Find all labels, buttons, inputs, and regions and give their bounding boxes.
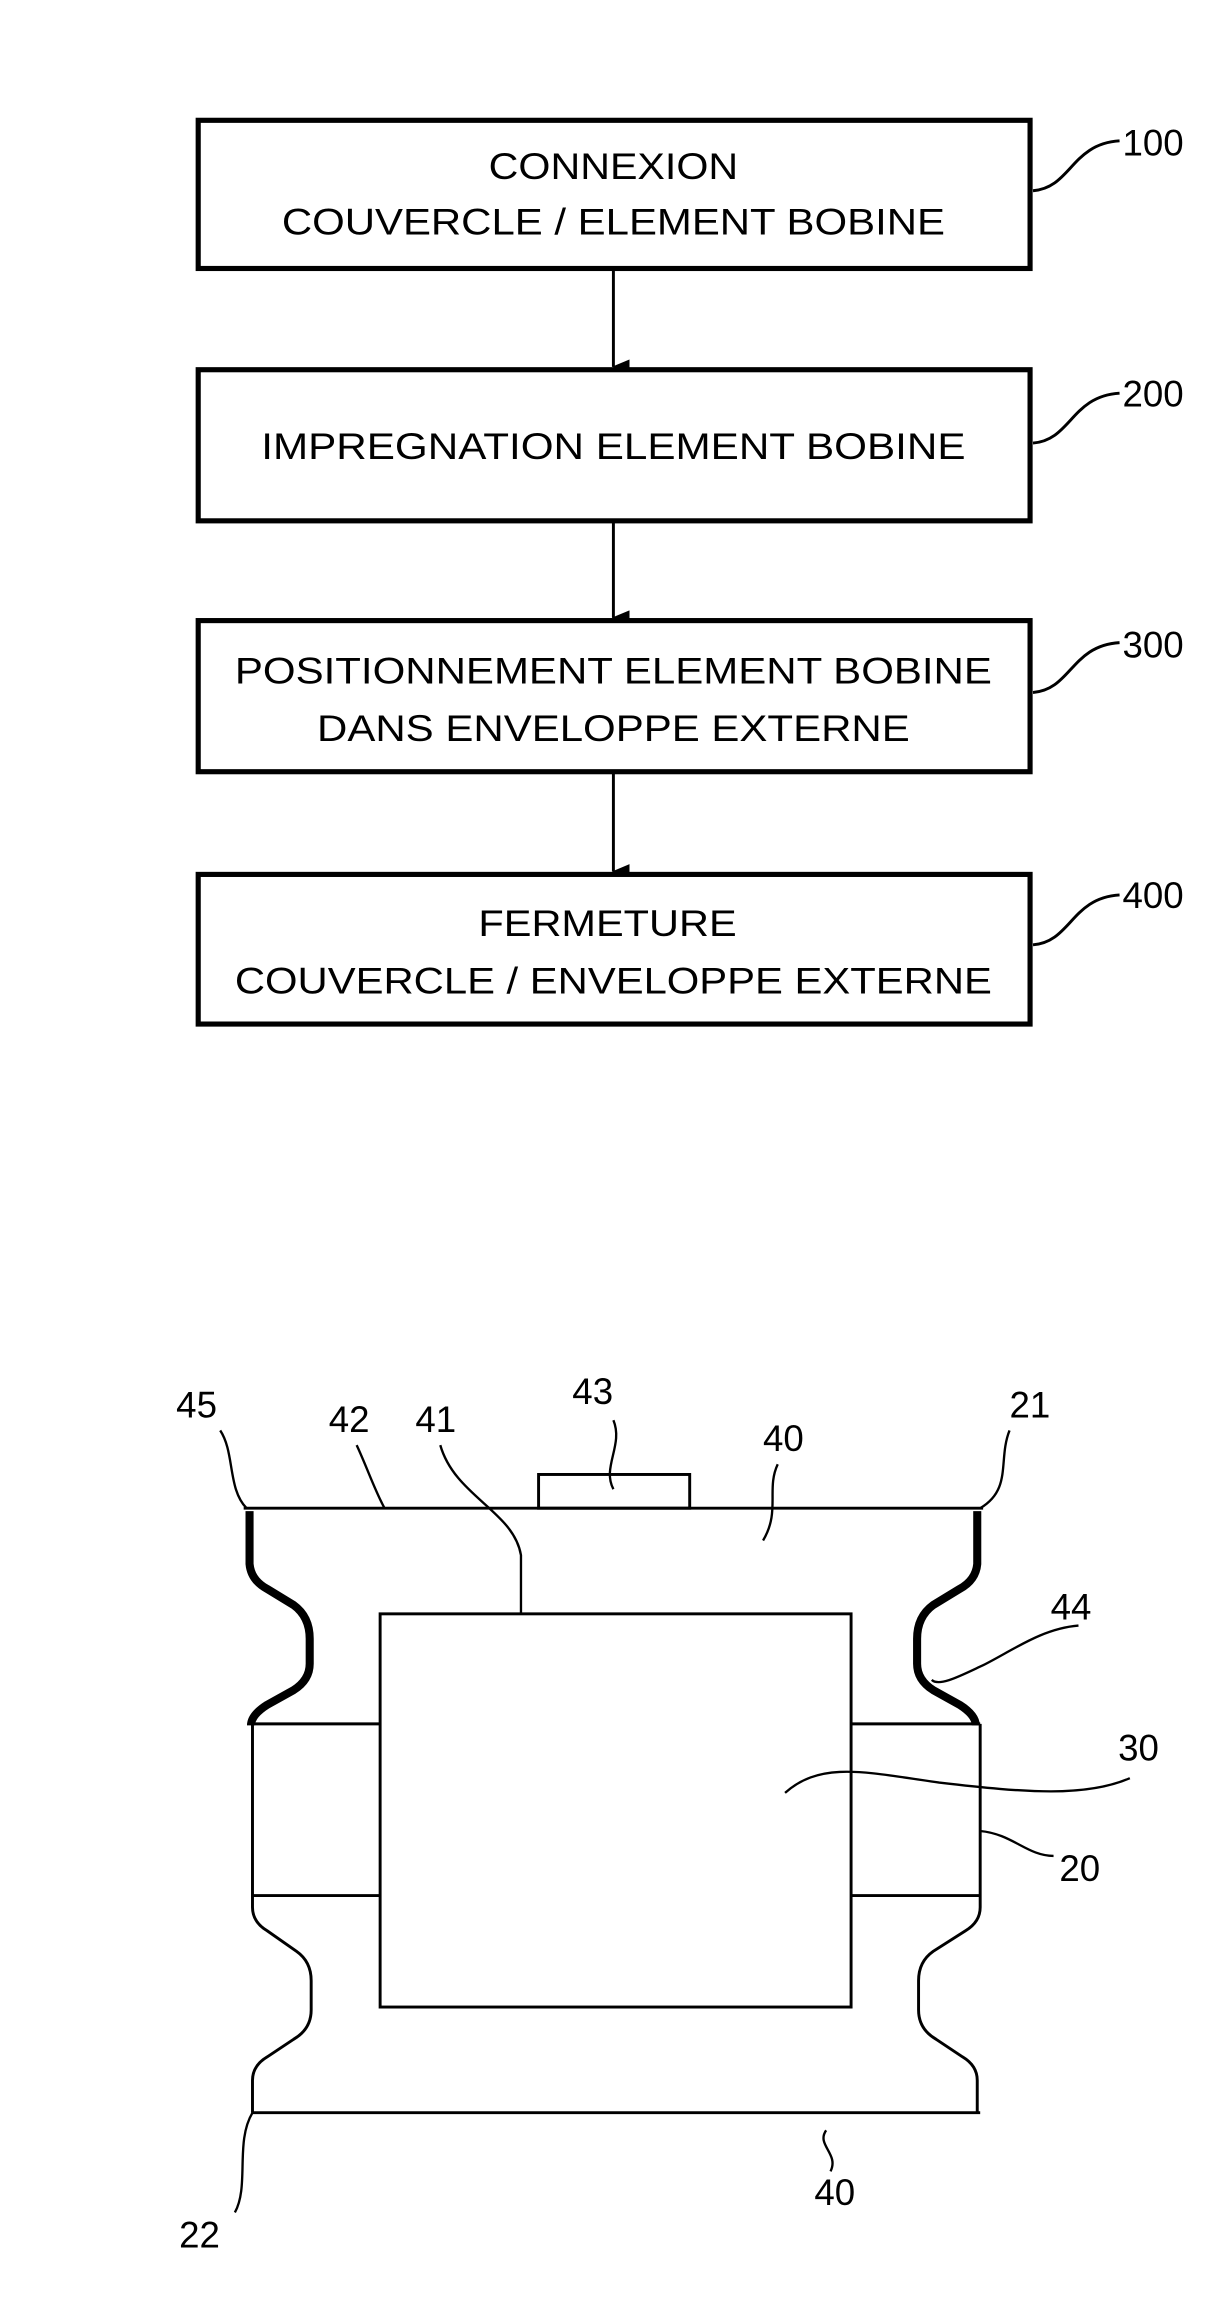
leader-44: [930, 1624, 1079, 1684]
step-300: POSITIONNEMENT ELEMENT BOBINE DANS ENVEL…: [195, 618, 1184, 775]
leader-21: [979, 1430, 1011, 1510]
step-box: [195, 618, 1033, 775]
leader-30: [784, 1770, 1131, 1794]
label-44: 44: [1051, 1587, 1092, 1628]
step-text-line2: COUVERCLE / ELEMENT BOBINE: [282, 202, 945, 243]
step-text-line1: FERMETURE: [478, 903, 736, 944]
leader-41: [439, 1444, 523, 1614]
label-20: 20: [1059, 1848, 1100, 1889]
step-100: CONNEXION COUVERCLE / ELEMENT BOBINE 100: [195, 117, 1184, 272]
reference-number: 400: [1122, 875, 1183, 916]
leader-line: [1032, 893, 1120, 947]
leader-22: [233, 2112, 254, 2214]
step-text-line1: POSITIONNEMENT ELEMENT BOBINE: [235, 651, 992, 692]
label-40-top: 40: [763, 1418, 804, 1459]
envelope-left-wall: [251, 1723, 313, 2113]
label-22: 22: [179, 2215, 220, 2256]
step-text-line2: COUVERCLE / ENVELOPPE EXTERNE: [235, 960, 992, 1001]
wound-element-30: [378, 1612, 853, 2009]
step-400: FERMETURE COUVERCLE / ENVELOPPE EXTERNE …: [195, 871, 1184, 1027]
seal-left: [245, 1511, 314, 1726]
leader-40-top: [762, 1463, 779, 1542]
step-text-line1: CONNEXION: [489, 146, 738, 187]
leader-line: [1032, 641, 1120, 694]
leader-43: [608, 1419, 618, 1490]
label-41: 41: [415, 1399, 456, 1440]
leader-45: [219, 1429, 248, 1510]
envelope-right-wall: [917, 1723, 982, 2113]
step-200: IMPREGNATION ELEMENT BOBINE 200: [195, 367, 1184, 524]
capacitor-cross-section: 45 42 41 43 40 21 44 30 20 22 40: [176, 1371, 1159, 2256]
reference-number: 200: [1122, 373, 1183, 414]
leader-20: [980, 1829, 1054, 1858]
leader-40-bottom: [822, 2129, 834, 2172]
leader-line: [1032, 391, 1120, 445]
leader-42: [355, 1444, 386, 1509]
step-text-line1: IMPREGNATION ELEMENT BOBINE: [261, 426, 965, 467]
leader-line: [1032, 139, 1120, 193]
label-42: 42: [329, 1399, 370, 1440]
reference-number: 300: [1122, 624, 1183, 665]
step-box: [195, 871, 1033, 1027]
label-45: 45: [176, 1384, 217, 1425]
label-40-bottom: 40: [814, 2172, 855, 2213]
step-text-line2: DANS ENVELOPPE EXTERNE: [317, 708, 910, 749]
label-43: 43: [572, 1371, 613, 1412]
seal-right: [913, 1511, 982, 1726]
label-21: 21: [1010, 1384, 1051, 1425]
reference-number: 100: [1122, 123, 1183, 164]
label-30: 30: [1118, 1728, 1159, 1769]
step-box: [195, 117, 1033, 272]
terminal-43: [537, 1473, 692, 1510]
flowchart: CONNEXION COUVERCLE / ELEMENT BOBINE 100…: [195, 117, 1184, 1027]
